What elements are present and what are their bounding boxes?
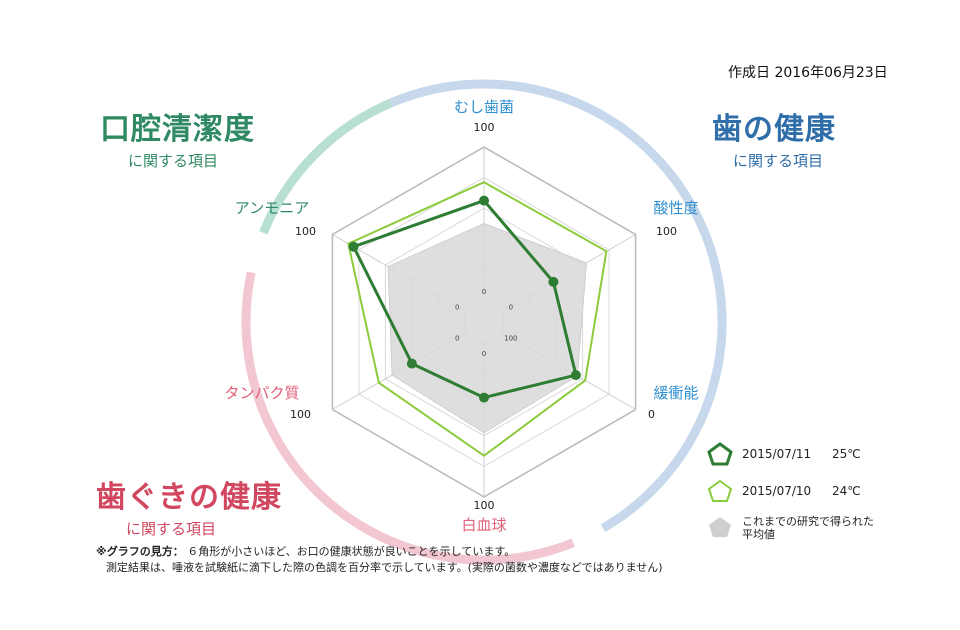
footnote-line2: 測定結果は、唾液を試験紙に滴下した際の色調を百分率で示しています。(実際の菌数や…	[106, 561, 663, 574]
legend-temp-series-1: 25℃	[832, 447, 861, 461]
series-1-point-1	[548, 276, 559, 287]
axis-inner-tick-2: 100	[504, 335, 517, 343]
pentagon-dark-green-icon	[707, 442, 733, 466]
axis-label-2: 緩衝能	[653, 384, 698, 402]
footnote-prefix: ※グラフの見方：	[96, 545, 184, 558]
series-1-point-5	[348, 241, 359, 252]
axis-label-1: 酸性度	[653, 199, 698, 217]
axis-outer-tick-3: 100	[474, 499, 495, 512]
axis-inner-tick-1: 0	[509, 304, 513, 312]
legend-label-series-2: 2015/07/10	[742, 484, 812, 498]
legend-label-average: これまでの研究で得られた 平均値	[742, 515, 874, 541]
axis-outer-tick-0: 100	[474, 121, 495, 134]
axis-outer-tick-1: 100	[656, 225, 677, 238]
arc-tooth-health	[389, 79, 727, 532]
section-subtitle-oral-hygiene: に関する項目	[128, 152, 219, 170]
legend-label-average-line2: 平均値	[742, 528, 775, 541]
section-subtitle-tooth-health: に関する項目	[733, 152, 824, 170]
axis-label-3: 白血球	[461, 516, 506, 534]
series-line-2	[347, 181, 608, 457]
series-1-point-2	[570, 370, 581, 381]
footnote: ※グラフの見方： ６角形が小さいほど、お口の健康状態が良いことを示しています。 …	[96, 544, 663, 576]
section-title-tooth-health: 歯の健康	[712, 112, 836, 147]
section-title-gum-health: 歯ぐきの健康	[96, 480, 282, 515]
series-average-area	[387, 222, 588, 434]
arc-gum-health	[241, 271, 575, 565]
section-subtitle-gum-health: に関する項目	[126, 520, 217, 538]
series-1-point-0	[479, 195, 489, 206]
axis-outer-tick-5: 100	[295, 225, 316, 238]
series-1-point-4	[406, 358, 417, 369]
axis-inner-tick-5: 0	[455, 304, 459, 312]
axis-label-0: むし歯菌	[454, 98, 514, 116]
arc-oral-hygiene	[259, 98, 393, 235]
axis-inner-tick-4: 0	[455, 335, 459, 343]
created-date: 作成日 2016年06月23日	[728, 65, 888, 81]
axis-inner-tick-0: 0	[482, 288, 486, 296]
axis-outer-tick-4: 100	[290, 408, 311, 421]
legend-temp-series-2: 24℃	[832, 484, 861, 498]
axis-label-4: タンパク質	[224, 384, 299, 402]
axis-inner-tick-3: 0	[482, 350, 486, 358]
footnote-line1: ６角形が小さいほど、お口の健康状態が良いことを示しています。	[187, 545, 516, 558]
legend-label-series-1: 2015/07/11	[742, 447, 812, 461]
axis-label-5: アンモニア	[235, 199, 309, 217]
pentagon-light-green-icon	[707, 479, 733, 502]
section-title-oral-hygiene: 口腔清潔度	[100, 112, 255, 147]
series-1-point-3	[479, 392, 489, 403]
radar-axis-labels: むし歯菌 100 0 酸性度 100 0 緩衝能 0 100 白血球 100 0 タンパク質 100 0 アン…	[224, 98, 698, 534]
legend-label-average-line1: これまでの研究で得られた	[742, 515, 874, 528]
radar-series	[347, 181, 608, 457]
pentagon-gray-icon	[709, 517, 731, 537]
axis-outer-tick-2: 0	[648, 408, 655, 421]
